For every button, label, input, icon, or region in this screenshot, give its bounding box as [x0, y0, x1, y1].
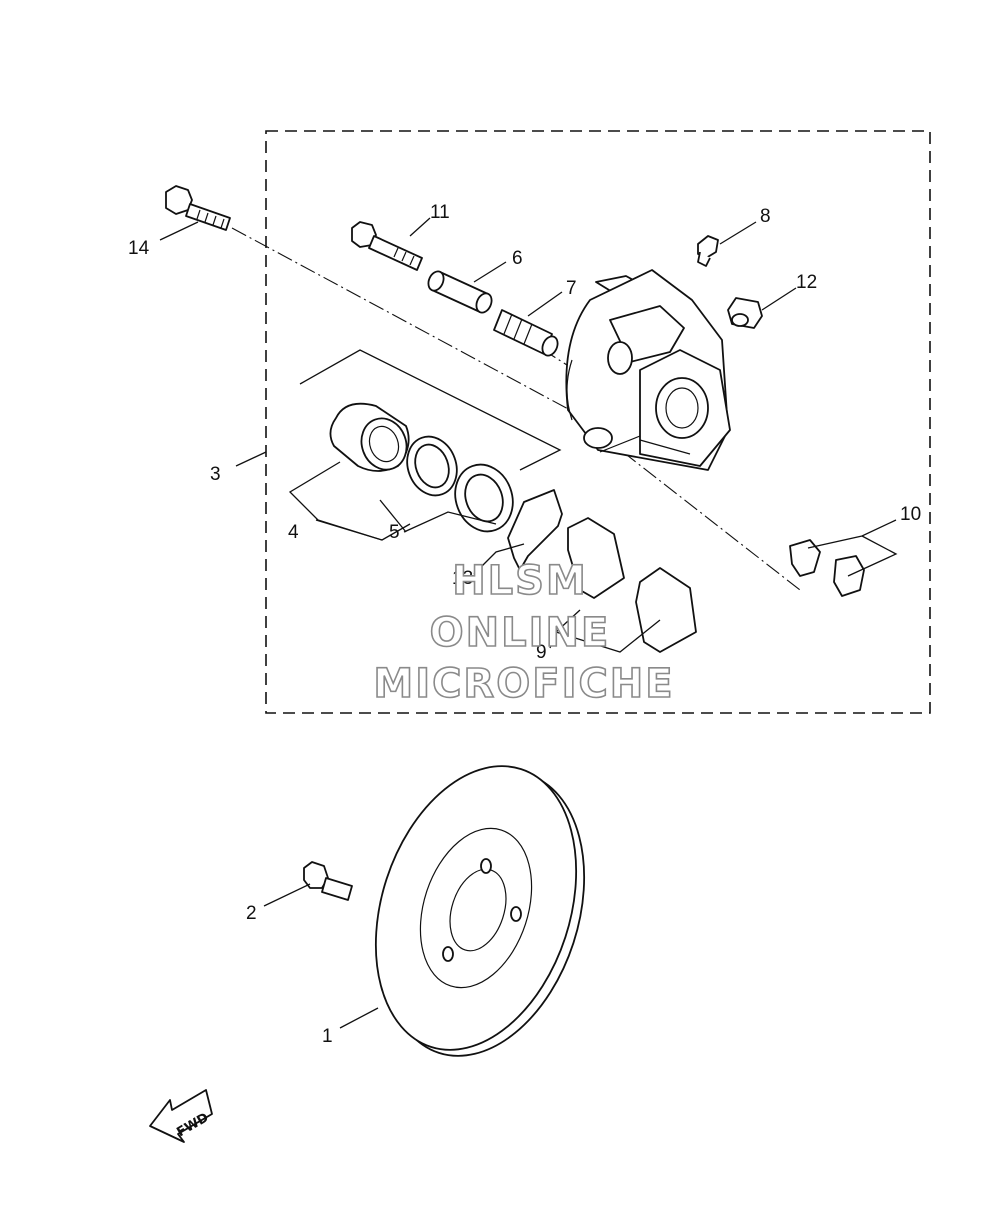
watermark-line-1: HLSM	[452, 558, 588, 604]
callout-1: 1	[322, 1026, 333, 1047]
watermark-line-3: MICROFICHE	[373, 661, 674, 707]
callout-labels: 1 2 3 4 5 6 7 8 9 10 11 12 13 14	[128, 202, 921, 1047]
callout-2: 2	[246, 903, 257, 924]
piston-4	[329, 402, 410, 472]
pin-boot-7	[493, 309, 559, 357]
watermark-line-2: ONLINE	[430, 610, 611, 656]
disc-bolt-2	[303, 861, 353, 901]
caliper-body	[565, 269, 731, 471]
brake-disc-1	[374, 765, 586, 1057]
callout-8: 8	[760, 206, 771, 227]
callout-3: 3	[210, 464, 221, 485]
leader-lines	[159, 217, 898, 1029]
callout-6: 6	[512, 248, 523, 269]
piston-seals-5	[406, 435, 514, 533]
callout-12: 12	[796, 272, 817, 293]
callout-13: 13	[452, 568, 473, 589]
pad-shim-13	[507, 489, 563, 571]
callout-11: 11	[430, 202, 450, 223]
callout-4: 4	[288, 522, 299, 543]
caliper-bolt-14	[165, 185, 231, 231]
callout-14: 14	[128, 238, 150, 259]
callout-10: 10	[900, 504, 921, 525]
watermark: HLSM ONLINE MICROFICHE	[373, 557, 674, 708]
brake-pads-9	[567, 517, 697, 653]
callout-5: 5	[389, 522, 400, 543]
pad-springs-10	[789, 539, 865, 597]
bleed-screw-8	[697, 235, 719, 267]
caliper-assembly-boundary	[265, 130, 931, 714]
callout-9: 9	[536, 642, 547, 663]
bleed-cap-12	[727, 297, 763, 329]
caliper-bolt-11	[351, 221, 423, 271]
callout-7: 7	[566, 278, 577, 299]
sleeve-6	[427, 270, 493, 314]
fwd-direction-arrow: FWD	[149, 1089, 213, 1143]
